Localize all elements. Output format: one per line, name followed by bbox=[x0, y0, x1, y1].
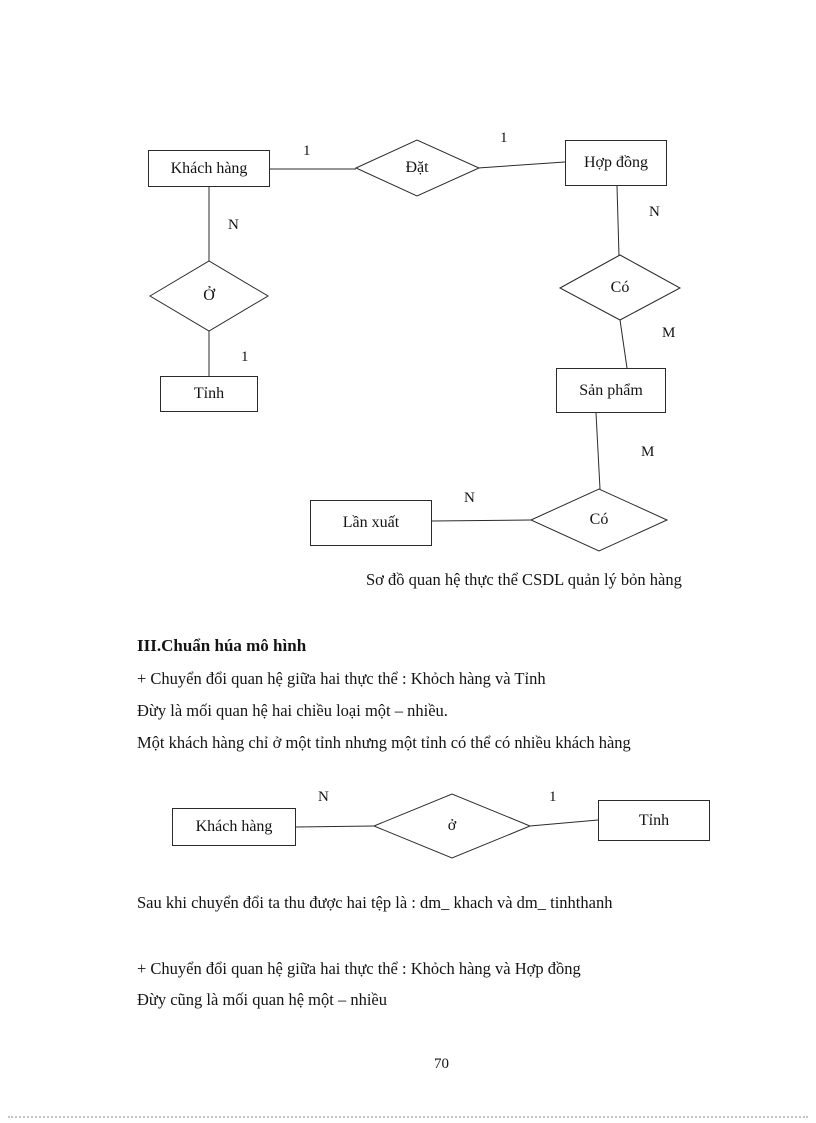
connector2-o-tinh bbox=[529, 819, 599, 827]
relation-co2-diamond bbox=[529, 488, 669, 552]
diagram-caption: Sơ đồ quan hệ thực thể CSDL quản lý bỏn … bbox=[366, 570, 682, 589]
entity2-tinh: Tỉnh bbox=[598, 800, 710, 841]
cardinality-co2-lanxuat: N bbox=[464, 490, 475, 506]
paragraph-explanation: Một khách hàng chỉ ở một tỉnh nhưng một … bbox=[137, 733, 631, 752]
cardinality2-o-tinh: 1 bbox=[549, 789, 557, 805]
paragraph-relation-type-2: Đừy cũng là mối quan hệ một – nhiều bbox=[137, 990, 387, 1009]
paragraph-relation-type: Đừy là mối quan hệ hai chiều loại một – … bbox=[137, 701, 448, 720]
entity2-khach-hang: Khách hàng bbox=[172, 808, 296, 846]
paragraph-convert-hopdong: + Chuyển đổi quan hệ giữa hai thực thể :… bbox=[137, 959, 581, 978]
cardinality-sanpham-co2: M bbox=[641, 444, 655, 460]
section-heading: III.Chuẩn húa mô hình bbox=[137, 636, 307, 655]
paragraph-result-files: Sau khi chuyển đổi ta thu được hai tệp l… bbox=[137, 893, 613, 912]
connector-hopdong-co bbox=[616, 185, 620, 257]
relation-co2-label: Có bbox=[589, 511, 609, 528]
cardinality-co-sanpham: M bbox=[662, 325, 676, 341]
entity-lan-xuat: Lần xuất bbox=[310, 500, 432, 546]
cardinality-hopdong-co: N bbox=[649, 204, 660, 220]
entity-san-pham: Sản phẩm bbox=[556, 368, 666, 413]
connector-lanxuat-co2 bbox=[431, 519, 532, 522]
relation-co1-diamond bbox=[558, 254, 682, 321]
relation-co1-label: Có bbox=[610, 279, 630, 296]
entity-khach-hang: Khách hàng bbox=[148, 150, 270, 187]
cardinality-o-tinh: 1 bbox=[241, 349, 249, 365]
connector-lines bbox=[208, 161, 628, 828]
page-number: 70 bbox=[434, 1056, 449, 1072]
relation-dat-diamond bbox=[354, 139, 481, 197]
relation-o-diamond bbox=[149, 260, 269, 332]
connector-co-sanpham bbox=[619, 319, 628, 369]
relation-diamonds bbox=[149, 139, 682, 859]
paragraph-convert-tinh: + Chuyển đổi quan hệ giữa hai thực thể :… bbox=[137, 669, 546, 688]
relation-dat-label: Đặt bbox=[405, 159, 429, 176]
cardinality2-khachhang-o: N bbox=[318, 789, 329, 805]
connector-dat-hopdong bbox=[477, 161, 566, 169]
footer-dotted-line bbox=[8, 1116, 808, 1118]
connector2-khachhang-o bbox=[295, 825, 375, 828]
relation2-o-label: ở bbox=[447, 817, 457, 834]
entity-tinh: Tỉnh bbox=[160, 376, 258, 412]
relation-o-label: Ở bbox=[203, 287, 215, 304]
entity-hop-dong: Hợp đồng bbox=[565, 140, 667, 186]
cardinality-dat-hopdong: 1 bbox=[500, 130, 508, 146]
connector-sanpham-co2 bbox=[595, 412, 601, 490]
cardinality-khachhang-dat: 1 bbox=[303, 143, 311, 159]
relation2-o-diamond bbox=[372, 793, 532, 859]
cardinality-khachhang-o: N bbox=[228, 217, 239, 233]
